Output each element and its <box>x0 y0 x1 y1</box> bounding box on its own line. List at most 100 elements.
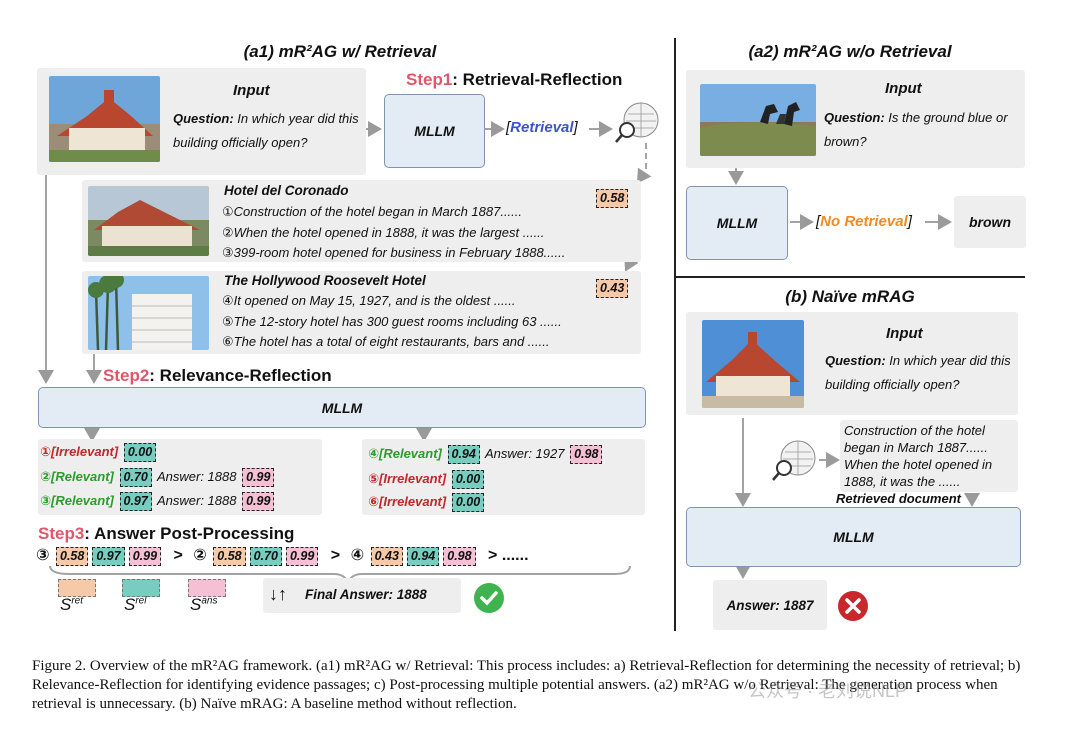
rank3-rel: 0.94 <box>406 547 440 566</box>
row4-num: ④ <box>368 446 380 461</box>
row4-ans-score: 0.98 <box>570 445 603 464</box>
doc2-retrieval-score: 0.43 <box>596 279 629 298</box>
a1-input-heading: Input <box>233 82 270 99</box>
a1-question-label: Question: <box>173 111 234 126</box>
a2-answer-box: brown <box>954 196 1026 248</box>
step3-text: : Answer Post-Processing <box>84 524 295 543</box>
a2-title: (a2) mR²AG w/o Retrieval <box>748 42 952 61</box>
step1-text: : Retrieval-Reflection <box>452 70 623 89</box>
no-retrieval-token: [No Retrieval] <box>816 213 912 230</box>
row2-rel-score: 0.70 <box>119 468 152 487</box>
horizontal-divider <box>676 276 1025 278</box>
a1-title: (a1) mR²AG w/ Retrieval <box>243 42 437 61</box>
step1-label: Step1: Retrieval-Reflection <box>406 70 622 90</box>
row1-num: ① <box>40 444 52 459</box>
result-row-4: ④[Relevant] 0.94 Answer: 1927 0.98 <box>368 441 604 466</box>
b-input-heading: Input <box>886 325 923 342</box>
doc1-photo <box>88 186 209 256</box>
b-title: (b) Naïve mRAG <box>785 287 915 306</box>
doc2-line-3: ⑥The hotel has a total of eight restaura… <box>222 334 550 349</box>
doc1-title: Hotel del Coronado <box>224 183 349 198</box>
legend-ans-sup: ans <box>201 595 218 607</box>
legend-rel-sup: rel <box>135 595 147 607</box>
step2-label: Step2: Relevance-Reflection <box>103 366 332 386</box>
a2-question-text: Is the ground blue or brown? <box>824 110 1008 149</box>
step3-label: Step3: Answer Post-Processing <box>38 524 294 544</box>
step1-number: Step1 <box>406 70 453 89</box>
left-results-box: ①[Irrelevant] 0.00 ②[Relevant] 0.70 Answ… <box>38 439 322 515</box>
cross-icon <box>837 590 869 627</box>
b-mllm-box: MLLM <box>686 507 1021 567</box>
a1-question-text: In which year did this building official… <box>173 111 359 150</box>
rank3-ans: 0.98 <box>443 547 476 566</box>
hotel-del-coronado-photo <box>49 76 160 162</box>
doc2-photo <box>88 276 209 350</box>
rank3-ret: 0.43 <box>370 547 403 566</box>
row3-rel-score: 0.97 <box>119 492 152 511</box>
doc1-retrieval-score: 0.58 <box>596 189 629 208</box>
row3-answer: Answer: 1888 <box>156 493 237 508</box>
row5-num: ⑤ <box>368 471 380 486</box>
b-question: Question: In which year did this buildin… <box>825 349 1015 397</box>
retrieval-token-text: Retrieval <box>510 119 574 136</box>
no-retrieval-token-text: No Retrieval <box>820 213 908 230</box>
b-hotel-photo <box>702 320 804 408</box>
rank2-ret: 0.58 <box>213 547 246 566</box>
a1-input-box: Input Question: In which year did this b… <box>37 68 366 175</box>
b-input-box: Input Question: In which year did this b… <box>686 312 1018 415</box>
doc1-line-3: ③399-room hotel opened for business in F… <box>222 245 566 260</box>
ranking-trail: > ...... <box>488 547 529 564</box>
row6-num: ⑥ <box>368 494 380 509</box>
b-retrieved-text: Construction of the hotel began in March… <box>844 423 993 489</box>
a2-input-box: Input Question: Is the ground blue or br… <box>686 70 1025 168</box>
b-retrieved-doc-box: Construction of the hotel began in March… <box>840 420 1018 492</box>
result-row-5: ⑤[Irrelevant] 0.00 <box>368 466 486 491</box>
right-results-box: ④[Relevant] 0.94 Answer: 1927 0.98 ⑤[Irr… <box>362 439 645 515</box>
legend-rel-label: Srel <box>124 595 147 614</box>
doc1-line-2: ②When the hotel opened in 1888, it was t… <box>222 225 545 240</box>
row3-ans-score: 0.99 <box>242 492 275 511</box>
rank2-ans: 0.99 <box>285 547 319 566</box>
watermark: 公众号 · 老刘说NLP <box>748 681 908 701</box>
legend-ret-label: Sret <box>60 595 84 614</box>
a2-mllm-box: MLLM <box>686 186 788 260</box>
legend-ans-swatch <box>188 579 226 597</box>
doc1-line-1: ①Construction of the hotel began in Marc… <box>222 204 522 219</box>
row2-ans-score: 0.99 <box>242 468 275 487</box>
a1-mllm-box: MLLM <box>384 94 485 168</box>
row6-tag: [Irrelevant] <box>379 494 447 509</box>
row4-answer: Answer: 1927 <box>484 446 565 461</box>
rank1-rel: 0.97 <box>92 547 125 566</box>
vertical-divider <box>674 38 676 631</box>
step3-number: Step3 <box>38 524 85 543</box>
row1-rel-score: 0.00 <box>123 443 157 462</box>
doc2-title: The Hollywood Roosevelt Hotel <box>224 273 426 288</box>
doc2-line-1: ④It opened on May 15, 1927, and is the o… <box>222 293 516 308</box>
a2-answer: brown <box>969 214 1011 230</box>
row3-num: ③ <box>40 493 52 508</box>
rank1-ret: 0.58 <box>56 547 89 566</box>
final-answer-text: Final Answer: 1888 <box>305 587 427 602</box>
rank3-num: ④ <box>350 547 365 564</box>
result-row-3: ③[Relevant] 0.97 Answer: 1888 0.99 <box>40 488 276 513</box>
a1-mllm-wide: MLLM <box>38 387 646 428</box>
result-row-1: ①[Irrelevant] 0.00 <box>40 439 158 464</box>
horse-sculpture-photo <box>700 84 816 156</box>
result-row-2: ②[Relevant] 0.70 Answer: 1888 0.99 <box>40 464 276 489</box>
b-wikipedia-search-icon <box>770 438 820 489</box>
a2-input-heading: Input <box>885 80 922 97</box>
row1-tag: [Irrelevant] <box>51 444 119 459</box>
row4-rel-score: 0.94 <box>447 445 480 464</box>
a2-question: Question: Is the ground blue or brown? <box>824 106 1020 154</box>
b-question-text: In which year did this building official… <box>825 353 1011 392</box>
doc1-box: Hotel del Coronado ①Construction of the … <box>82 180 641 262</box>
legend-ret-sup: ret <box>71 595 84 607</box>
gt-2: > <box>330 547 341 564</box>
b-answer: Answer: 1887 <box>726 597 814 613</box>
b-retrieved-label: Retrieved document <box>836 491 961 506</box>
a2-question-label: Question: <box>824 110 885 125</box>
a1-question: Question: In which year did this buildin… <box>173 107 361 155</box>
row3-tag: [Relevant] <box>51 493 114 508</box>
step2-number: Step2 <box>103 366 150 385</box>
